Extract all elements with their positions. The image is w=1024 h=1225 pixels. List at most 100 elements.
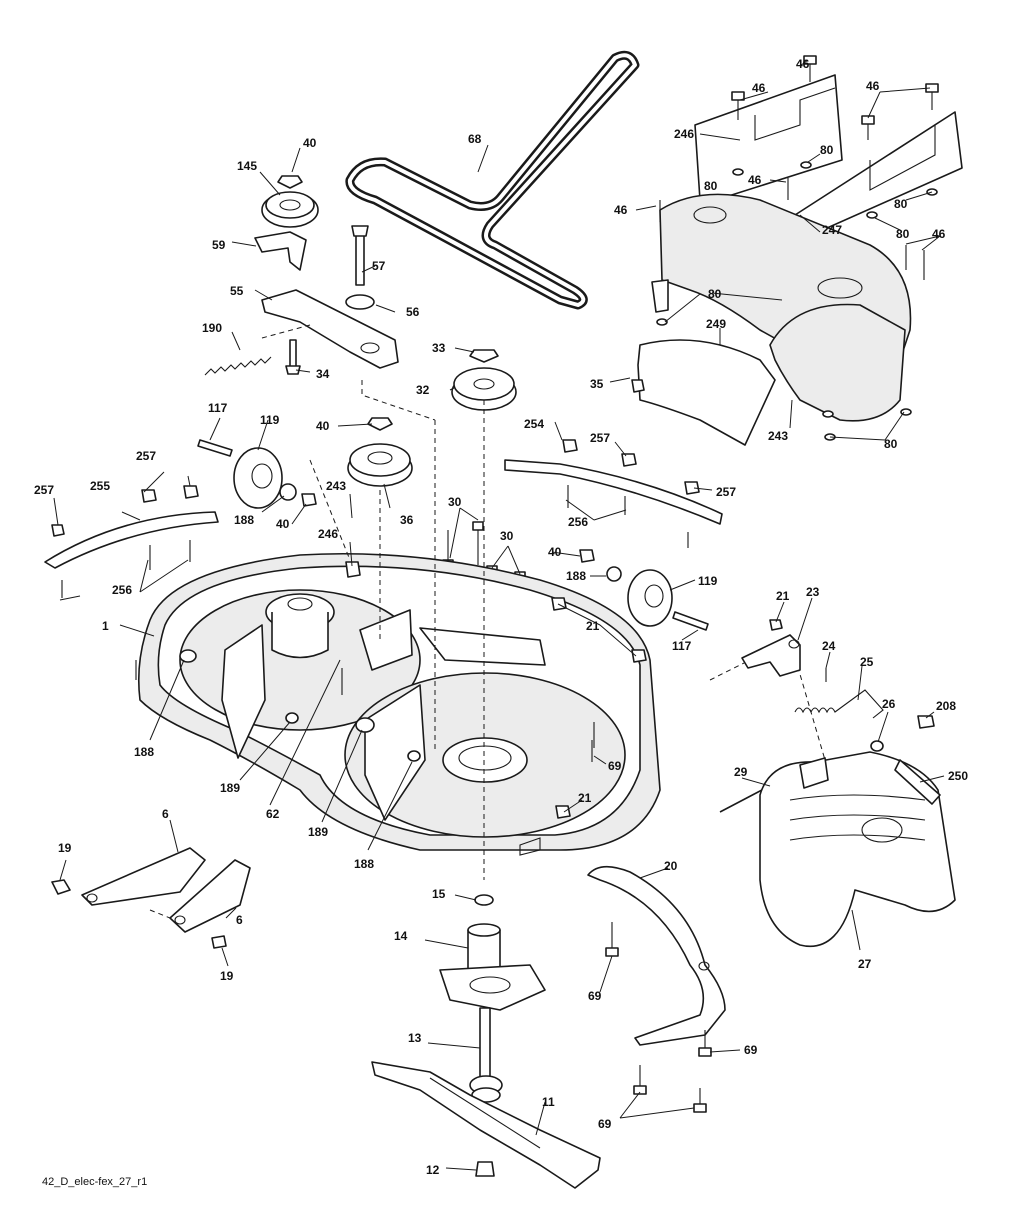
callout-36: 36	[400, 513, 414, 527]
callout-119-left: 188	[234, 513, 254, 527]
mower-deck	[135, 552, 661, 856]
callout-30-b: 30	[500, 529, 514, 543]
callout-250: 250	[948, 769, 968, 783]
discharge-chute	[719, 619, 956, 948]
callout-46-a: 46	[796, 57, 810, 71]
callout-55: 55	[230, 284, 244, 298]
blade-spindle	[439, 894, 546, 1011]
callout-57: 57	[372, 259, 386, 273]
callout-242: 246	[318, 527, 338, 541]
callout-246: 246	[674, 127, 694, 141]
callout-243: 243	[768, 429, 788, 443]
anti-scalp-bar	[587, 740, 726, 1113]
callout-188-a: 188	[134, 745, 154, 759]
callout-6-b: 6	[236, 913, 243, 927]
callout-117-right: 119	[698, 574, 718, 588]
belt-covers	[631, 74, 963, 446]
callout-254: 254	[524, 417, 544, 431]
callout-241: 243	[326, 479, 346, 493]
callout-80-f: 80	[884, 437, 898, 451]
callout-14: 14	[394, 929, 408, 943]
callout-21-b: 21	[578, 791, 592, 805]
callout-188-b: 188	[354, 857, 374, 871]
callout-80-d: 80	[896, 227, 910, 241]
leader-lines	[53, 59, 945, 1171]
callout-30-a: 30	[448, 495, 462, 509]
callout-256-right: 256	[568, 515, 588, 529]
callout-117-left: 119	[260, 413, 280, 427]
callout-189-b: 189	[308, 825, 328, 839]
callout-116-left: 117	[208, 401, 228, 415]
callout-46-b: 46	[752, 81, 766, 95]
callout-34: 34	[316, 367, 330, 381]
callout-119-right: 188	[566, 569, 586, 583]
drive-belt	[345, 50, 640, 310]
callout-21-chute: 21	[776, 589, 790, 603]
callout-15: 15	[432, 887, 446, 901]
callout-80-e: 80	[708, 287, 722, 301]
center-pulley	[451, 349, 517, 411]
callout-11: 11	[542, 1095, 555, 1109]
lift-brackets	[51, 847, 251, 949]
callout-labels: 40 145 59 55 190 34 68 57 56 33 32 40 36…	[34, 57, 968, 1177]
callout-40-middle: 40	[316, 419, 330, 433]
callout-80-c: 80	[894, 197, 908, 211]
callout-256-left: 256	[112, 583, 132, 597]
baffle-right	[504, 439, 723, 548]
callout-257-right-b: 257	[716, 485, 736, 499]
callout-59: 59	[212, 238, 226, 252]
callout-69-b: 69	[744, 1043, 758, 1057]
baffle-left	[44, 485, 219, 598]
callout-19-b: 19	[220, 969, 234, 983]
callout-27: 27	[858, 957, 872, 971]
callout-257-left-b: 257	[34, 483, 54, 497]
callout-33: 33	[432, 341, 446, 355]
callout-25: 25	[860, 655, 874, 669]
callout-69-c: 69	[598, 1117, 612, 1131]
callout-12: 12	[426, 1163, 440, 1177]
callout-23: 23	[806, 585, 820, 599]
callout-257-right-a: 257	[590, 431, 610, 445]
callout-26: 26	[882, 697, 896, 711]
washers-bolts-covers	[656, 55, 939, 441]
callout-32: 32	[416, 383, 430, 397]
callout-255: 255	[90, 479, 110, 493]
callout-257-left-a: 257	[136, 449, 156, 463]
callout-40-right: 40	[548, 545, 562, 559]
callout-56: 56	[406, 305, 420, 319]
callout-46-c: 46	[866, 79, 880, 93]
callout-35: 35	[590, 377, 604, 391]
callout-46-e: 46	[614, 203, 628, 217]
callout-40-pulley-nut: 40	[303, 136, 317, 150]
callout-21-a: 21	[586, 619, 600, 633]
callout-69-a: 69	[588, 989, 602, 1003]
callout-80-b: 80	[704, 179, 718, 193]
callout-20: 20	[664, 859, 678, 873]
callout-80-a: 80	[820, 143, 834, 157]
callout-190: 190	[202, 321, 222, 335]
callout-69-deck: 69	[608, 759, 622, 773]
callout-29: 29	[734, 765, 748, 779]
gauge-wheel-left	[197, 439, 317, 509]
drawing-code: 42_D_elec-fex_27_r1	[42, 1176, 148, 1188]
callout-249: 249	[706, 317, 726, 331]
callout-46-f: 46	[932, 227, 946, 241]
callout-189-a: 189	[220, 781, 240, 795]
callout-116-right: 117	[672, 639, 692, 653]
callout-1: 1	[102, 619, 109, 633]
idler-pulley-middle	[347, 417, 413, 487]
gauge-wheel-right	[579, 549, 709, 631]
callout-13: 13	[408, 1031, 422, 1045]
callout-19-a: 19	[58, 841, 72, 855]
callout-62: 62	[266, 807, 280, 821]
callout-247: 247	[822, 223, 842, 237]
callout-145: 145	[237, 159, 257, 173]
callout-46-d: 46	[748, 173, 762, 187]
callout-68: 68	[468, 132, 482, 146]
callout-24: 24	[822, 639, 836, 653]
idler-arm	[204, 225, 399, 376]
callout-40-left: 40	[276, 517, 290, 531]
spindle-shaft	[469, 1007, 503, 1103]
idler-pulley-top	[254, 175, 319, 271]
